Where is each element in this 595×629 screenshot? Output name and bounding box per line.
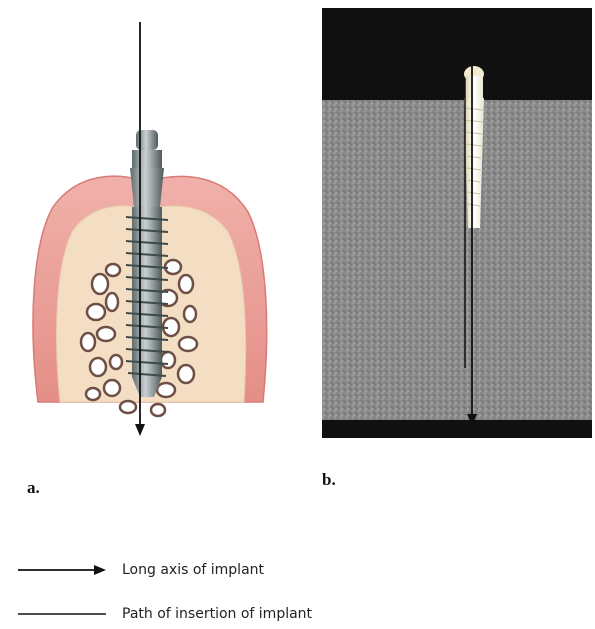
- ct-bone-region: [322, 100, 592, 420]
- implant: [126, 130, 168, 397]
- panel-label-a: a.: [27, 478, 40, 498]
- legend-item-path-of-insertion: Path of insertion of implant: [18, 606, 578, 628]
- legend-text-long-axis: Long axis of implant: [122, 562, 264, 578]
- panel-label-b: b.: [322, 470, 336, 490]
- implant-illustration: [8, 22, 278, 442]
- plain-line-icon: [18, 606, 108, 622]
- legend-item-long-axis: Long axis of implant: [18, 562, 578, 584]
- radiograph-panel-b: [322, 8, 592, 438]
- ct-radiograph: [322, 8, 592, 438]
- illustration-panel-a: [8, 22, 278, 442]
- legend-text-path-of-insertion: Path of insertion of implant: [122, 606, 312, 622]
- arrow-line-icon: [18, 562, 108, 578]
